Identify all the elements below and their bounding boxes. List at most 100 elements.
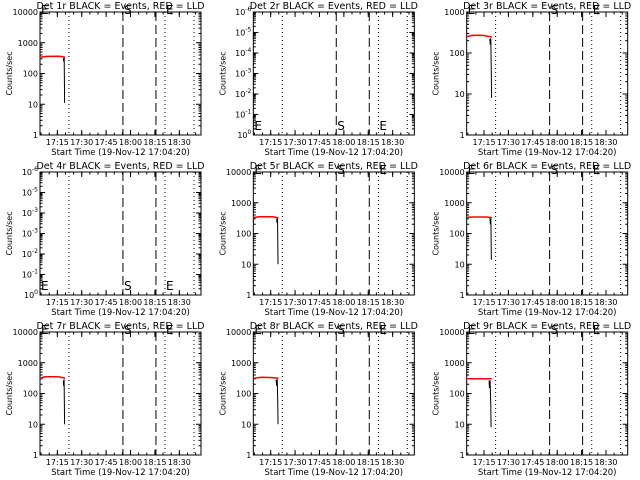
marker-e: E [166,279,174,293]
lld-series-line [39,376,66,380]
x-tick-label: 17:30 [284,138,307,147]
y-axis-label: Counts/sec [218,211,227,255]
panel-det-9: Det 9r BLACK = Events, RED = LLD11010010… [432,321,632,478]
marker-s: S [337,163,345,177]
events-series-line [489,217,492,260]
y-tick-label: 1000 [18,39,38,48]
marker-e: E [254,119,262,133]
marker-e: E [254,323,262,337]
y-tick-label: 10-2 [22,248,38,259]
marker-s: S [551,3,559,17]
marker-s: S [124,3,132,17]
lld-series-line [253,216,279,219]
x-tick-label: 18:15 [357,298,380,307]
events-series-line [62,379,66,425]
x-tick-label: 17:45 [521,458,544,467]
y-tick-label: 1000 [231,359,251,368]
events-series-line [276,218,279,265]
lld-series-line [39,55,66,58]
x-axis-label: Start Time (19-Nov-12 17:04:20) [478,468,617,478]
y-tick-label: 1 [246,451,251,460]
y-tick-label: 10000 [439,328,464,337]
y-tick-label: 100 [23,70,38,79]
y-axis-label: Counts/sec [5,51,14,95]
y-tick-label: 1 [460,291,465,300]
x-axis-label: Start Time (19-Nov-12 17:04:20) [265,148,404,158]
x-tick-label: 17:15 [46,138,69,147]
marker-e: E [41,279,49,293]
x-tick-label: 18:15 [143,458,166,467]
y-tick-label: 10-4 [235,47,251,58]
y-axis-label: Counts/sec [218,371,227,415]
x-tick-label: 18:00 [332,458,355,467]
y-axis-label: Counts/sec [5,211,14,255]
x-tick-label: 17:15 [472,138,495,147]
y-tick-label: 1 [460,451,465,460]
lld-series-line [466,34,493,38]
marker-e: E [166,323,174,337]
marker-e: E [166,3,174,17]
x-tick-label: 18:15 [143,138,166,147]
y-tick-label: 10 [28,100,38,109]
panel-title: Det 7r BLACK = Events, RED = LLD [36,321,204,332]
x-tick-label: 18:30 [168,458,191,467]
y-tick-label: 10000 [13,8,38,17]
y-axis-label: Counts/sec [432,51,441,95]
panel-title: Det 8r BLACK = Events, RED = LLD [250,321,418,332]
lld-series-line [466,216,492,219]
panel-title: Det 2r BLACK = Events, RED = LLD [250,1,418,12]
panel-det-3: Det 3r BLACK = Events, RED = LLD11010010… [432,1,632,158]
x-tick-label: 18:30 [381,298,404,307]
x-tick-label: 17:45 [308,138,331,147]
y-tick-label: 10-1 [22,269,38,280]
x-tick-label: 17:15 [259,298,282,307]
x-tick-label: 17:30 [70,138,93,147]
x-tick-label: 18:15 [357,138,380,147]
y-tick-label: 10-3 [235,68,251,79]
y-tick-label: 1 [33,451,38,460]
marker-s: S [337,119,345,133]
panel-det-8: Det 8r BLACK = Events, RED = LLD11010010… [218,321,418,478]
plot-frame [466,11,629,136]
y-tick-label: 10-6 [22,166,38,177]
x-tick-label: 17:45 [521,298,544,307]
x-tick-label: 18:15 [143,298,166,307]
marker-e: E [379,163,387,177]
lld-series-line [253,376,279,380]
y-tick-label: 10-3 [22,207,38,218]
y-tick-label: 100 [23,390,38,399]
x-tick-label: 17:30 [284,298,307,307]
panel-title: Det 5r BLACK = Events, RED = LLD [250,161,418,172]
y-tick-label: 10 [241,260,251,269]
y-tick-label: 100 [24,289,38,300]
x-tick-label: 17:30 [284,458,307,467]
y-tick-label: 10 [28,420,38,429]
x-axis-label: Start Time (19-Nov-12 17:04:20) [265,308,404,318]
y-tick-label: 10-5 [22,187,38,198]
x-tick-label: 17:45 [95,298,118,307]
x-axis-label: Start Time (19-Nov-12 17:04:20) [51,148,190,158]
panel-det-1: Det 1r BLACK = Events, RED = LLD11010010… [5,1,205,158]
y-tick-label: 1000 [444,8,464,17]
x-tick-label: 17:15 [46,298,69,307]
marker-s: S [551,163,559,177]
x-tick-label: 17:15 [259,138,282,147]
y-axis-label: Counts/sec [218,51,227,95]
x-tick-label: 18:30 [594,298,617,307]
panel-det-2: Det 2r BLACK = Events, RED = LLD10010-11… [218,1,418,158]
y-tick-label: 10000 [439,168,464,177]
marker-e: E [468,163,476,177]
y-tick-label: 10-1 [235,109,251,120]
y-tick-label: 10000 [226,168,251,177]
x-tick-label: 18:15 [357,458,380,467]
marker-e: E [468,323,476,337]
x-tick-label: 18:15 [570,458,593,467]
y-axis-label: Counts/sec [432,211,441,255]
x-tick-label: 17:30 [497,138,520,147]
x-tick-label: 18:00 [119,138,142,147]
y-tick-label: 10 [241,420,251,429]
x-tick-label: 18:00 [119,298,142,307]
y-tick-label: 100 [236,230,251,239]
marker-e: E [468,3,476,17]
